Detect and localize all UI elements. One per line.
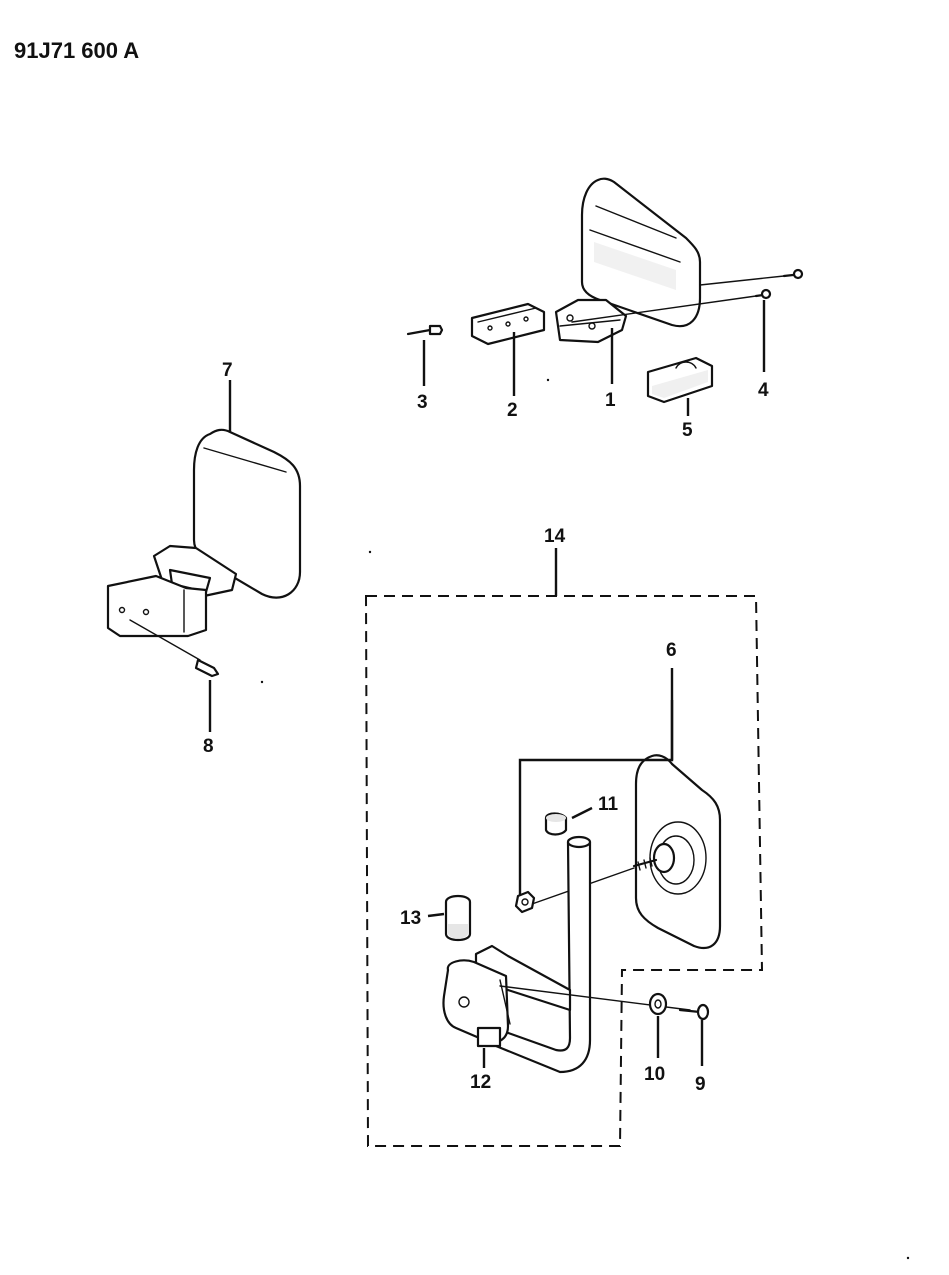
rivet: [406, 324, 444, 336]
upper-mirror-head: [580, 177, 702, 328]
leader-11: [571, 806, 593, 820]
callout-6: 6: [666, 640, 677, 661]
kit-screw: [678, 1003, 710, 1021]
stud-nut: [514, 890, 536, 914]
callout-1: 1: [605, 390, 616, 411]
tube-cap: [544, 812, 568, 836]
callout-2: 2: [507, 400, 518, 421]
sleeve: [444, 894, 472, 942]
callout-13: 13: [400, 908, 421, 929]
speck: [906, 1256, 910, 1260]
screw-lower: [754, 288, 772, 300]
speck: [546, 378, 550, 382]
speck: [260, 680, 264, 684]
side-mirror-assembly: [106, 428, 302, 678]
kit-bracket: [442, 944, 572, 1048]
kit-mirror-head: [632, 754, 722, 950]
support-tube: [494, 835, 592, 1074]
upper-mirror-assembly: [406, 177, 804, 404]
callout-10: 10: [644, 1064, 665, 1085]
callout-3: 3: [417, 392, 428, 413]
fastener-line-upper: [699, 275, 785, 286]
callout-8: 8: [203, 736, 214, 757]
mounting-plate: [470, 302, 546, 346]
callout-12: 12: [470, 1072, 491, 1093]
callout-4: 4: [758, 380, 769, 401]
callout-14: 14: [544, 526, 566, 547]
kit-boundary: [364, 595, 764, 1147]
speck: [368, 550, 372, 554]
drawing-number: 91J71 600 A: [14, 38, 139, 63]
leader-13: [427, 912, 445, 918]
side-bolt: [129, 619, 220, 678]
callout-9: 9: [695, 1074, 706, 1095]
screw-upper: [782, 268, 804, 280]
fastener-line-lower: [571, 295, 757, 323]
upper-mirror-arm: [554, 298, 628, 344]
arm-cover: [646, 356, 714, 404]
callout-11: 11: [598, 794, 619, 815]
callout-7: 7: [222, 360, 233, 381]
washer: [648, 992, 668, 1016]
callout-5: 5: [682, 420, 693, 441]
